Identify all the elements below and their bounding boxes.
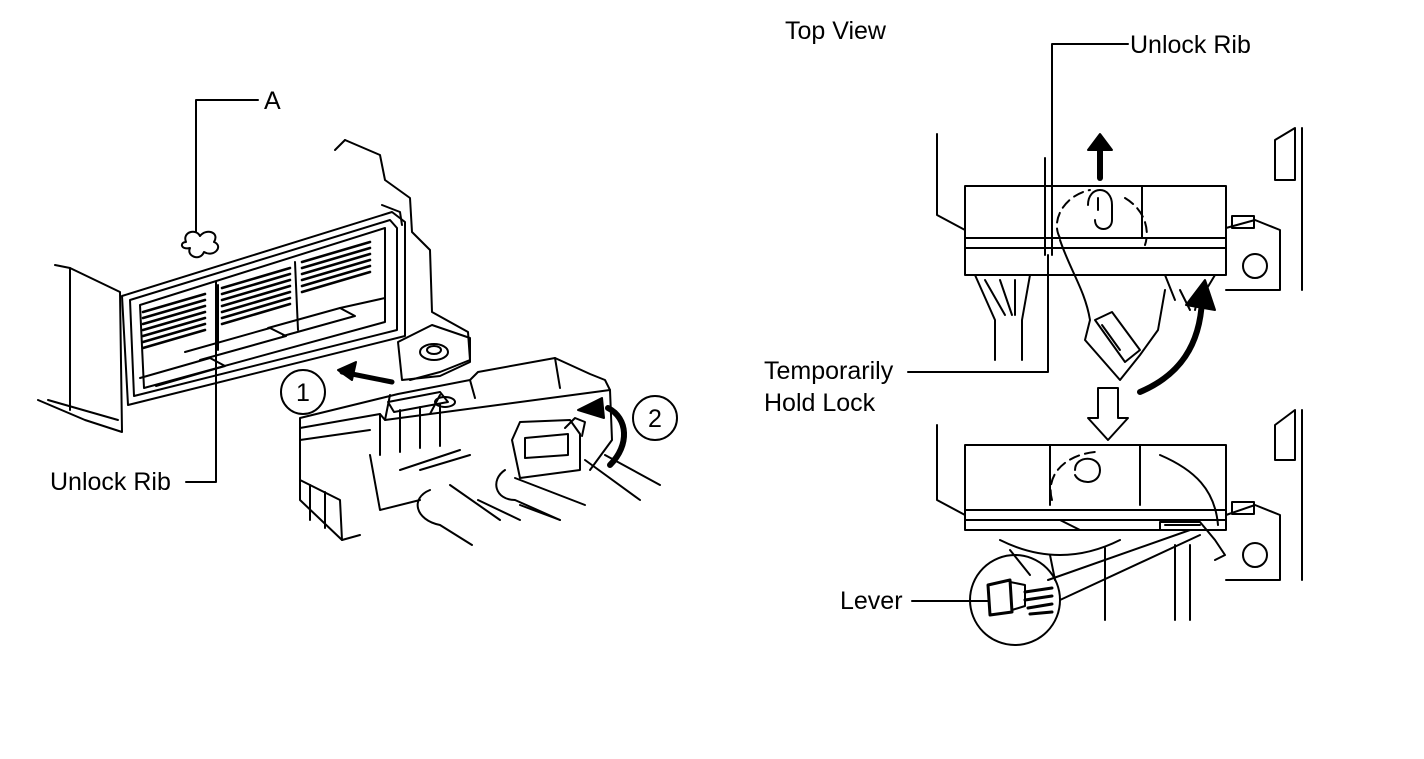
unlock-rib-left-leader xyxy=(185,281,217,483)
label-a: A xyxy=(264,87,281,115)
socket-pins xyxy=(141,240,372,350)
step-1-indicator xyxy=(280,361,395,415)
down-arrow-icon xyxy=(1087,387,1129,441)
top-view-lower xyxy=(911,409,1303,646)
step-1-number: 1 xyxy=(296,379,310,407)
label-unlock-rib-right: Unlock Rib xyxy=(1130,31,1251,59)
step-2-number: 2 xyxy=(648,405,662,433)
label-unlock-rib-left: Unlock Rib xyxy=(50,468,171,496)
harness-connector xyxy=(299,357,661,546)
label-temporarily: Temporarily xyxy=(764,357,894,385)
module-socket-frame xyxy=(121,211,406,406)
module-housing xyxy=(37,139,471,433)
top-view-upper xyxy=(907,43,1303,395)
label-hold-lock: Hold Lock xyxy=(764,389,876,417)
callout-a xyxy=(180,99,259,259)
label-lever: Lever xyxy=(840,587,903,615)
step-2-indicator xyxy=(577,395,678,468)
label-top-view: Top View xyxy=(785,17,886,45)
